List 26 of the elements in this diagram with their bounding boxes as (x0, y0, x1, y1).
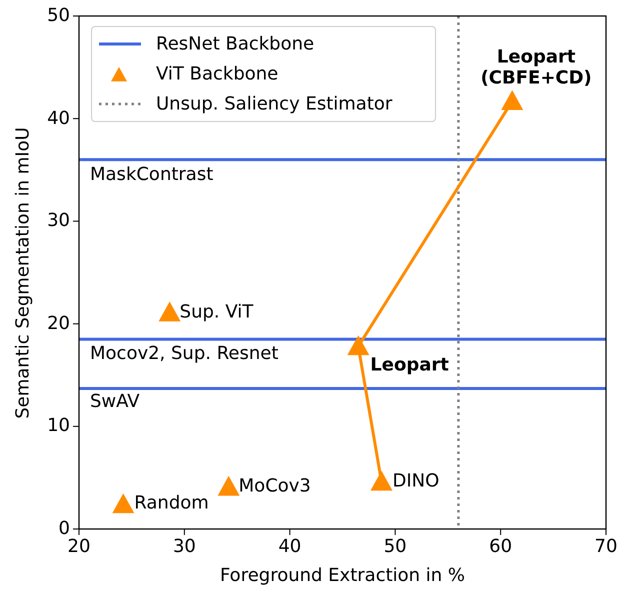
point-label: Leopart (CBFE+CD) (480, 47, 593, 89)
y-tick-label: 30 (46, 211, 70, 232)
x-tick-label: 20 (67, 537, 91, 558)
legend-label: Unsup. Saliency Estimator (156, 94, 392, 114)
line-label: MaskContrast (90, 164, 214, 186)
legend-label: ResNet Backbone (156, 34, 314, 54)
x-tick-label: 70 (594, 537, 618, 558)
point-label: Leopart (370, 356, 449, 377)
x-tick-label: 60 (488, 537, 513, 558)
y-tick-label: 40 (46, 108, 70, 130)
line-label: SwAV (90, 392, 140, 414)
y-axis-title: Semantic Segmentation in mIoU (14, 126, 34, 418)
y-tick-label: 50 (46, 6, 70, 27)
y-tick-label: 0 (58, 519, 70, 539)
x-tick-label: 50 (383, 537, 408, 558)
x-tick-label: 40 (278, 537, 302, 558)
point-label: DINO (392, 471, 440, 492)
point-label: MoCov3 (238, 476, 311, 498)
legend-label: ViT Backbone (156, 64, 278, 84)
x-tick-label: 30 (172, 537, 196, 558)
point-label: Sup. ViT (180, 302, 254, 323)
point-label: Random (134, 494, 209, 515)
y-tick-label: 20 (46, 314, 70, 334)
x-axis-title: Foreground Extraction in % (220, 566, 466, 587)
y-tick-label: 10 (46, 416, 70, 438)
line-label: Mocov2, Sup. Resnet (90, 344, 278, 365)
